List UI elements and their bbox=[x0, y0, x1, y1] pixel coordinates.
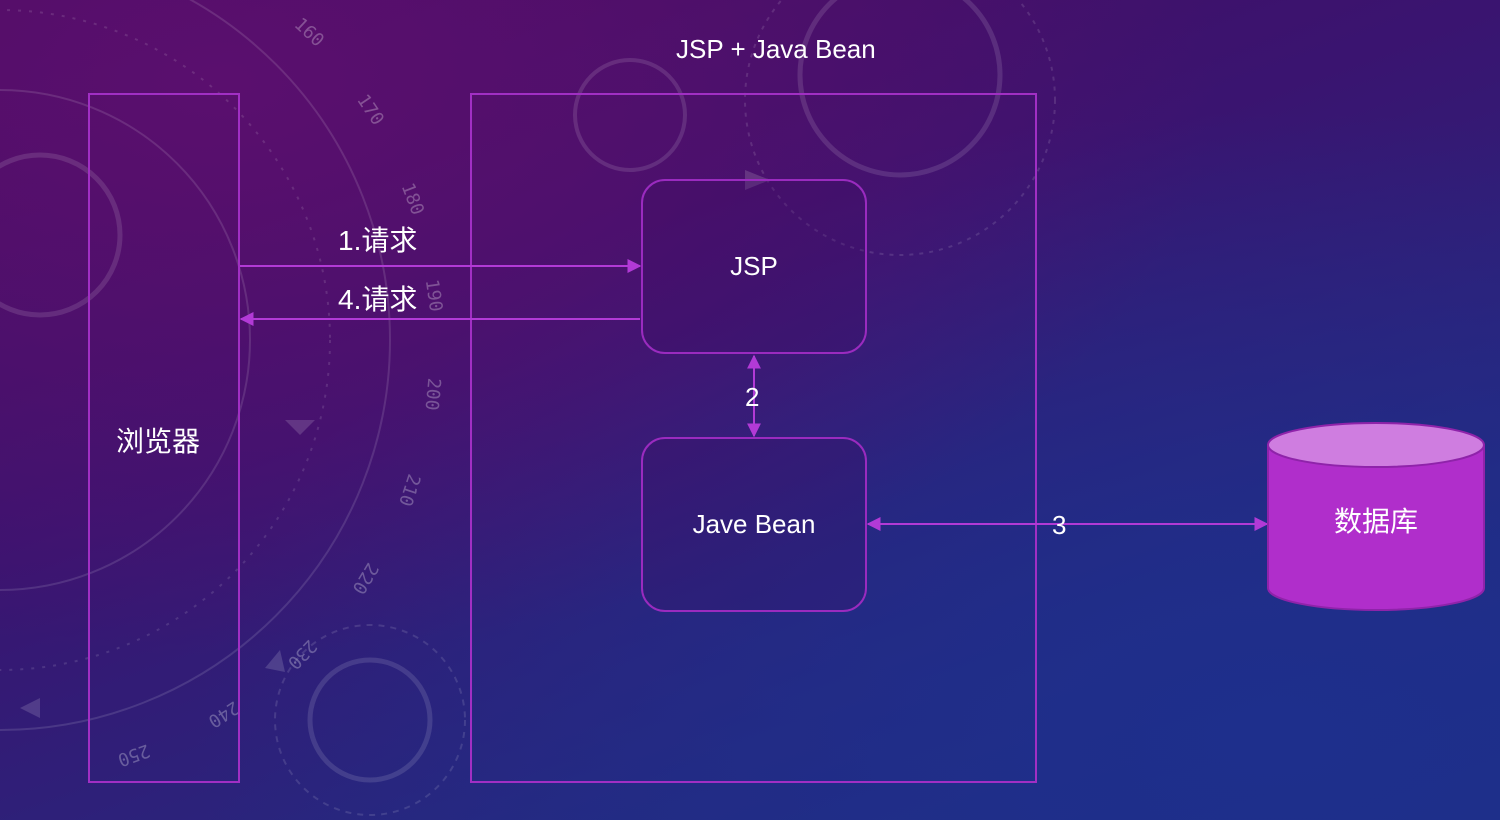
java-bean-label: Jave Bean bbox=[692, 509, 816, 539]
jsp-label: JSP bbox=[730, 251, 778, 281]
bg-ring-inner bbox=[0, 89, 251, 591]
bg-chevron bbox=[285, 420, 315, 435]
bg-ring-bottom bbox=[307, 657, 433, 783]
bg-chevron bbox=[20, 698, 40, 718]
request-label: 1.请求 bbox=[338, 225, 418, 256]
server-container bbox=[470, 93, 1037, 783]
dial-number: 200 bbox=[421, 377, 445, 411]
bg-chevron bbox=[265, 650, 285, 672]
browser-box bbox=[88, 93, 240, 783]
database-body bbox=[1267, 444, 1485, 611]
bg-ring-bottom-dashed bbox=[274, 624, 466, 816]
jsp-bean-label: 2 bbox=[745, 382, 760, 412]
database-label: 数据库 bbox=[1333, 506, 1418, 537]
bg-ring-mid bbox=[0, 9, 331, 671]
response-label: 4.请求 bbox=[338, 284, 418, 315]
browser-label: 浏览器 bbox=[116, 426, 201, 457]
database-cylinder bbox=[1267, 422, 1485, 611]
dial-number: 190 bbox=[421, 278, 446, 313]
jsp-node: JSP bbox=[641, 179, 867, 354]
bg-ring-top bbox=[573, 58, 687, 172]
java-bean-node: Jave Bean bbox=[641, 437, 867, 612]
bg-ring-topright bbox=[797, 0, 1003, 178]
database-top bbox=[1267, 422, 1485, 468]
bg-ring-topright-dashed bbox=[744, 0, 1056, 256]
bg-ring-large bbox=[0, 0, 391, 731]
bean-db-label: 3 bbox=[1052, 510, 1067, 540]
diagram-title: JSP + Java Bean bbox=[676, 34, 876, 64]
bg-ring-left bbox=[0, 152, 123, 318]
